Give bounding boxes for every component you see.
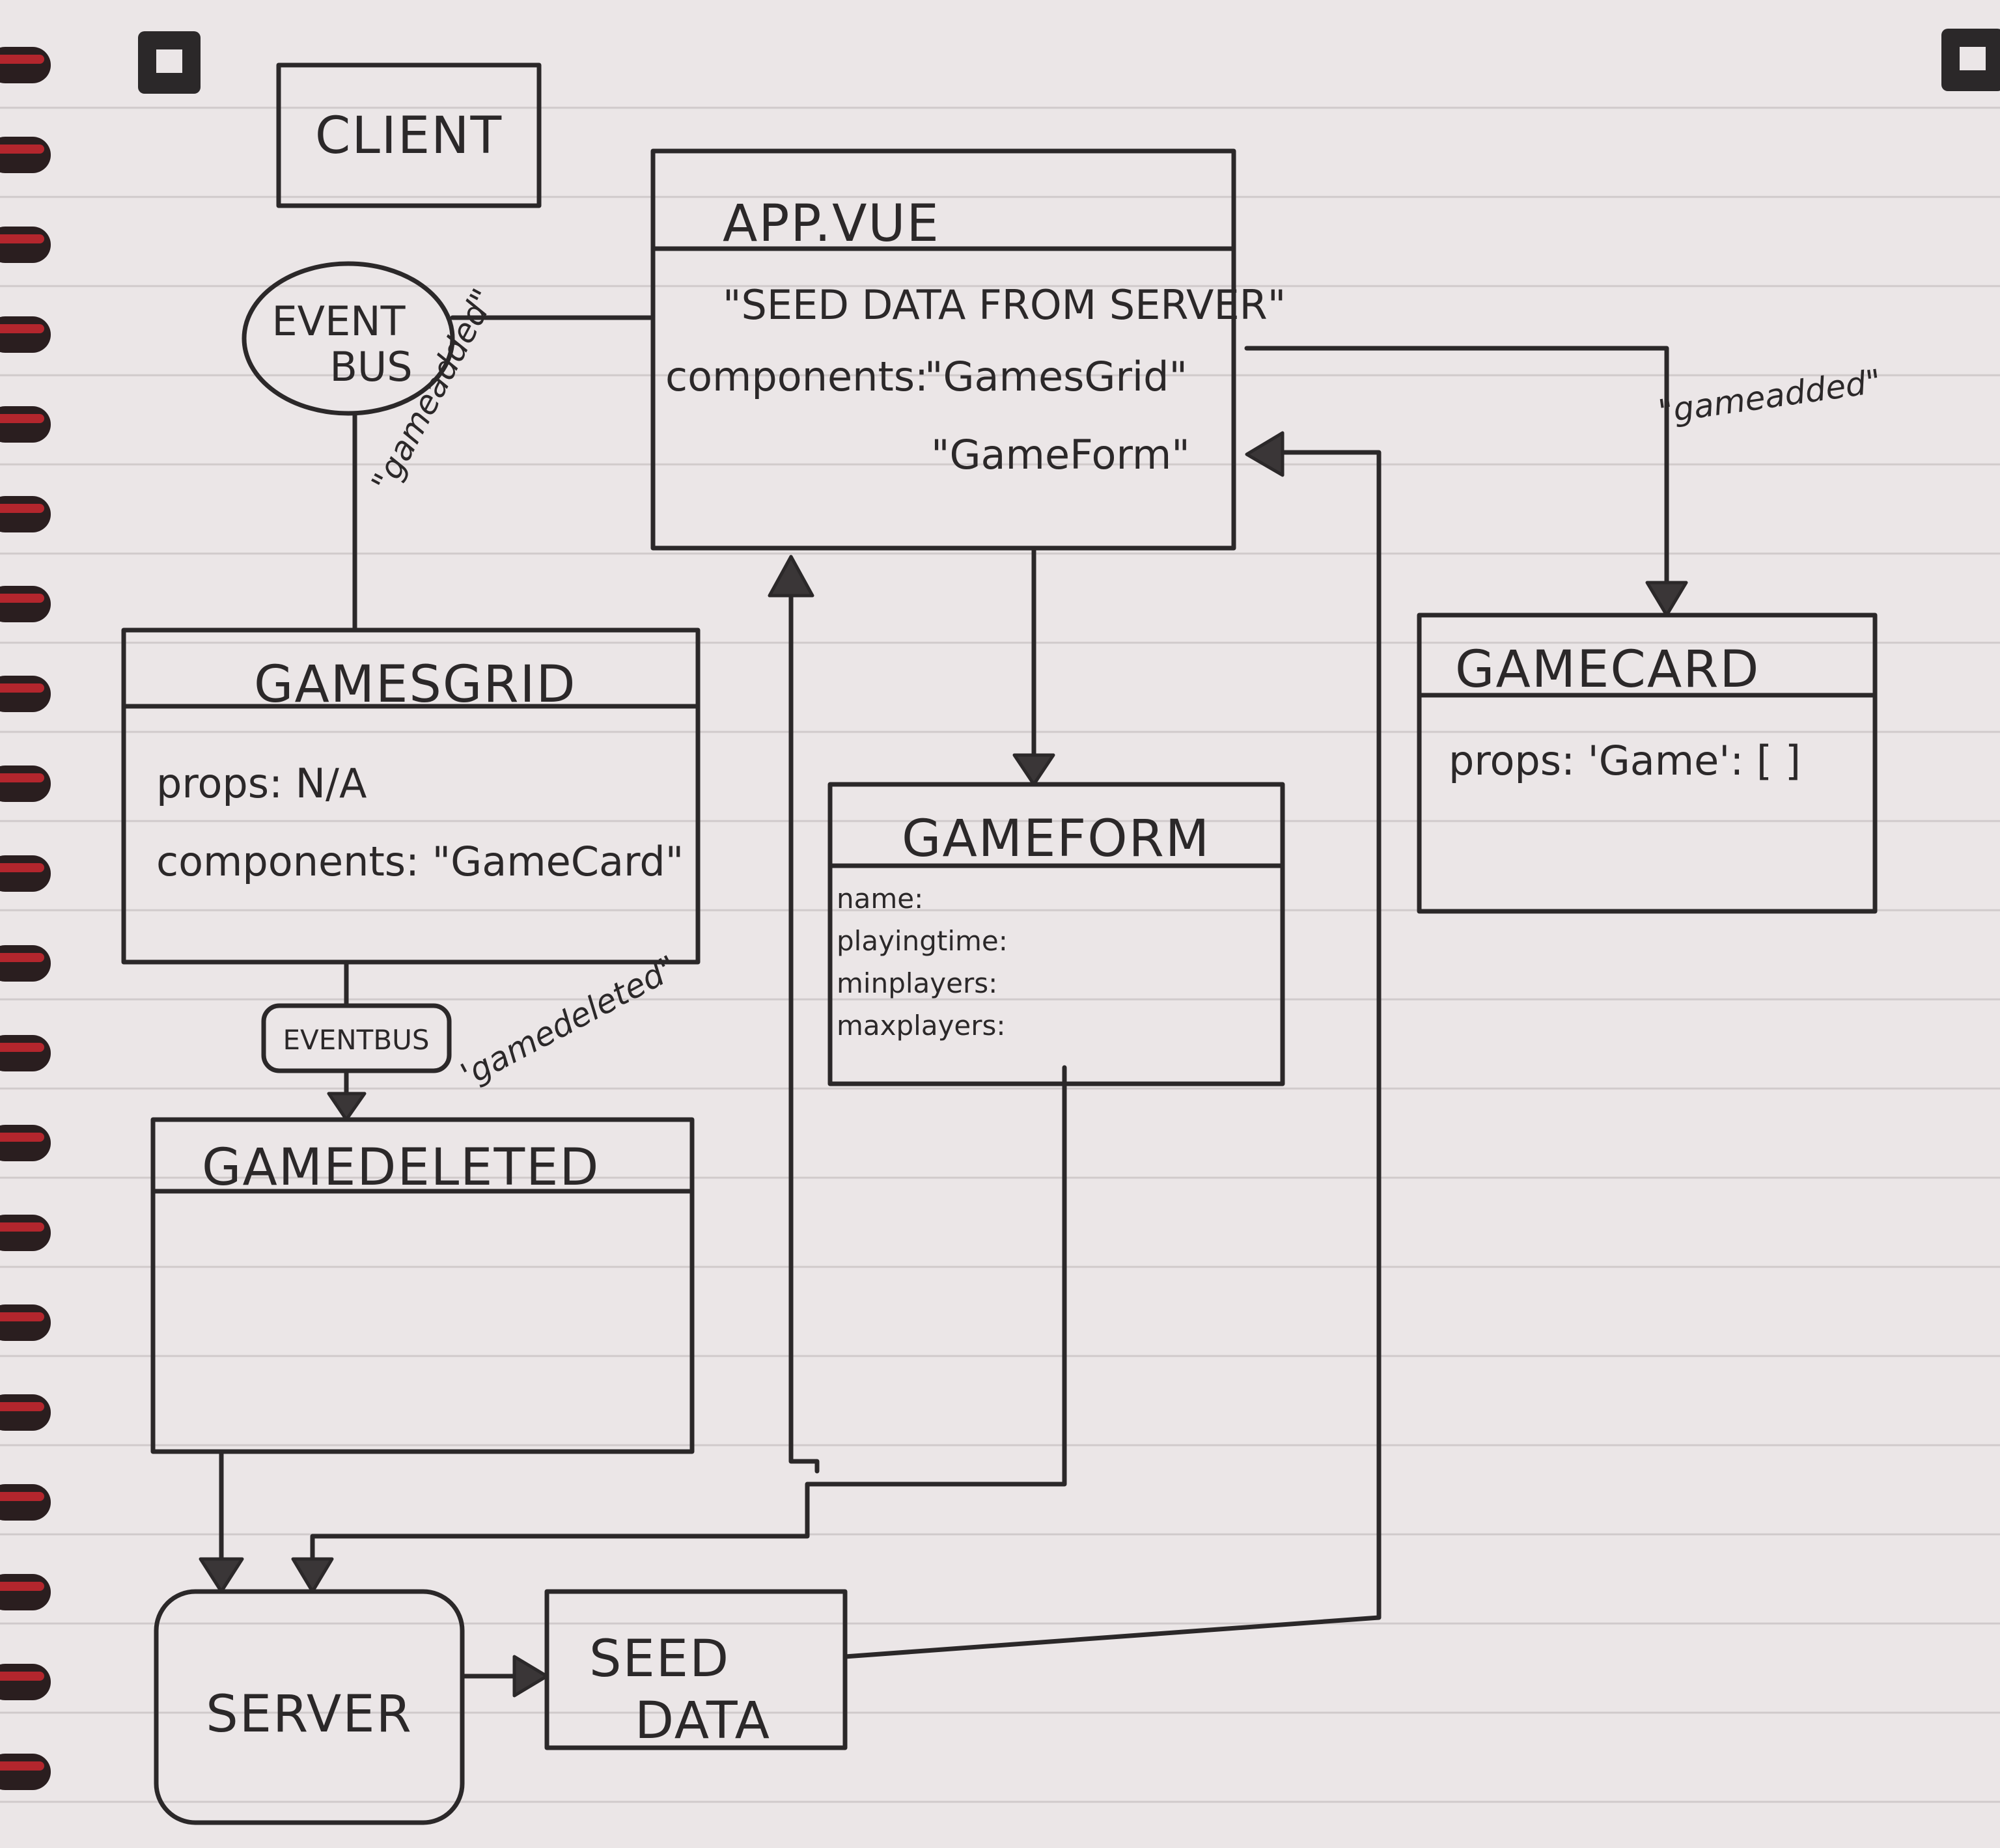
spiral-ring-highlight: [0, 55, 44, 64]
spiral-ring-icon: [0, 765, 51, 802]
arrowhead-gameform: [1012, 753, 1055, 786]
spiral-ring-icon: [0, 1215, 51, 1251]
app-vue-component-gamesgrid: "GamesGrid": [924, 353, 1188, 400]
spiral-ring-highlight: [0, 1402, 44, 1411]
gameform-field-maxplayers: maxplayers:: [837, 1010, 1006, 1041]
edge-label-gameadded-right: "gameadded": [1656, 363, 1883, 431]
app-vue-seed-note: "SEED DATA FROM SERVER": [723, 281, 1286, 329]
spiral-ring-highlight: [0, 234, 44, 243]
gamedeleted-box: [150, 1117, 695, 1454]
arrowhead-appvue-bottom: [768, 555, 814, 598]
seed-data-line2: DATA: [635, 1692, 771, 1750]
seed-data-box: [544, 1589, 848, 1750]
gamesgrid-props: props: N/A: [156, 760, 367, 807]
gamedeleted-title: GAMEDELETED: [202, 1138, 600, 1197]
edge-server-appvue: [788, 583, 820, 1474]
gameform-field-name: name:: [837, 883, 923, 915]
spiral-ring-icon: [0, 945, 51, 982]
gamesgrid-title: GAMESGRID: [254, 655, 577, 714]
spiral-binding: [0, 47, 51, 1790]
spiral-ring-icon: [0, 1304, 51, 1341]
event-bus-line1: EVENT: [271, 297, 406, 345]
gamecard-title: GAMECARD: [1455, 641, 1760, 699]
spiral-ring-icon: [0, 316, 51, 353]
corner-mark-right-icon: [1941, 29, 2000, 91]
gamesgrid-box: [121, 627, 701, 965]
edge-appvue-gamecard: [1244, 346, 1669, 592]
seed-data-line1: SEED: [589, 1630, 730, 1689]
spiral-ring-icon: [0, 1574, 51, 1610]
spiral-ring-highlight: [0, 773, 44, 782]
spiral-ring-icon: [0, 496, 51, 532]
spiral-ring-highlight: [0, 1222, 44, 1232]
app-vue-title: APP.VUE: [723, 195, 940, 253]
spiral-ring-icon: [0, 1125, 51, 1161]
eventbus-small-box: [261, 1003, 452, 1073]
gameform-field-playingtime: playingtime:: [837, 925, 1008, 957]
spiral-ring-icon: [0, 676, 51, 712]
app-vue-component-gameform: "GameForm": [931, 431, 1190, 478]
gamesgrid-components: components: "GameCard": [156, 838, 684, 885]
arrowhead-server-right: [291, 1557, 334, 1593]
spiral-ring-icon: [0, 855, 51, 892]
spiral-ring-highlight: [0, 594, 44, 603]
spiral-ring-highlight: [0, 953, 44, 962]
spiral-ring-icon: [0, 406, 51, 443]
spiral-ring-highlight: [0, 1761, 44, 1771]
spiral-ring-highlight: [0, 1312, 44, 1321]
eventbus-small-label: EVENTBUS: [283, 1024, 429, 1056]
arrowhead-seeddata: [512, 1655, 549, 1698]
app-vue-components-label: components:: [665, 353, 928, 400]
spiral-ring-icon: [0, 1484, 51, 1521]
spiral-ring-highlight: [0, 504, 44, 513]
spiral-ring-highlight: [0, 324, 44, 333]
app-vue-box: [650, 148, 1236, 551]
arrowhead-appvue-right: [1245, 431, 1285, 477]
spiral-ring-icon: [0, 1394, 51, 1431]
spiral-ring-highlight: [0, 145, 44, 154]
spiral-ring-highlight: [0, 1672, 44, 1681]
arrowhead-gamecard: [1645, 581, 1688, 617]
spiral-ring-icon: [0, 1754, 51, 1790]
spiral-ring-icon: [0, 1664, 51, 1700]
spiral-ring-icon: [0, 227, 51, 263]
event-bus-node: [242, 261, 455, 416]
spiral-ring-icon: [0, 586, 51, 622]
spiral-ring-icon: [0, 1035, 51, 1071]
spiral-ring-highlight: [0, 1043, 44, 1052]
arrowhead-gamedeleted: [327, 1092, 367, 1122]
spiral-ring-icon: [0, 47, 51, 83]
spiral-ring-highlight: [0, 1133, 44, 1142]
spiral-ring-icon: [0, 137, 51, 173]
gameform-box: [827, 782, 1285, 1086]
spiral-ring-highlight: [0, 683, 44, 693]
corner-mark-left-icon: [138, 31, 201, 94]
spiral-ring-highlight: [0, 863, 44, 872]
server-title: SERVER: [206, 1685, 413, 1744]
edge-label-gamedeleted: 'gamedeleted": [454, 948, 684, 1094]
gamecard-props: props: 'Game': [ ]: [1449, 737, 1801, 784]
spiral-ring-highlight: [0, 1492, 44, 1501]
server-box: [154, 1589, 465, 1825]
client-box: [276, 62, 542, 208]
spiral-ring-highlight: [0, 1582, 44, 1591]
client-title: CLIENT: [315, 107, 503, 165]
arrowhead-server-left: [199, 1557, 244, 1593]
gamecard-box: [1417, 613, 1878, 914]
event-bus-line2: BUS: [329, 343, 412, 391]
spiral-ring-highlight: [0, 414, 44, 423]
gameform-field-minplayers: minplayers:: [837, 967, 997, 999]
edge-seeddata-appvue: [842, 450, 1382, 1659]
gameform-title: GAMEFORM: [902, 810, 1210, 868]
edge-gameform-server: [310, 1065, 1067, 1565]
